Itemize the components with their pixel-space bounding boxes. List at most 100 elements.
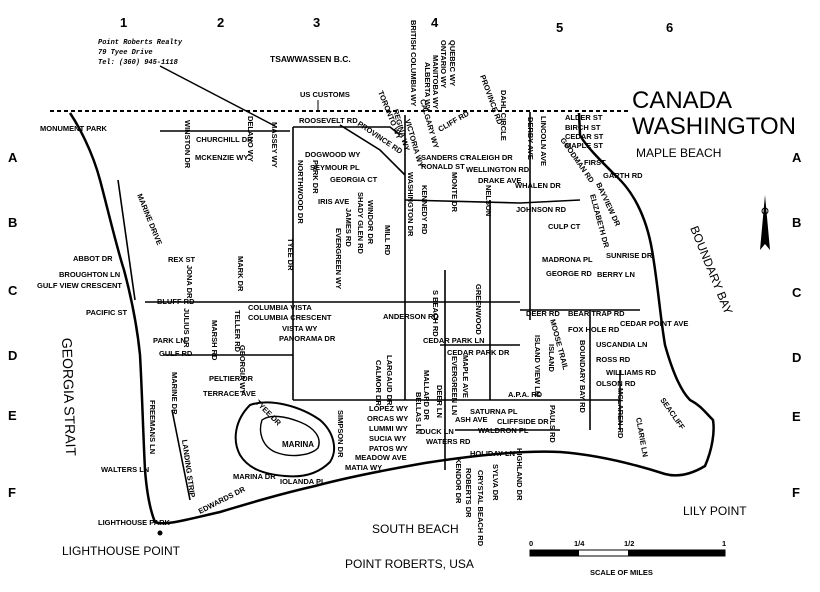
- street-berry: BERRY LN: [597, 270, 635, 279]
- street-columbia-crescent: COLUMBIA CRESCENT: [248, 313, 332, 322]
- street-waters: WATERS RD: [426, 437, 471, 446]
- street-matia: MATIA WY: [345, 463, 382, 472]
- street-marsh: MARSH RD: [210, 320, 219, 361]
- street-winston: WINSTON DR: [183, 120, 192, 169]
- street-largaud: LARGAUD DR: [385, 355, 394, 406]
- street-dogwood: DOGWOOD WY: [305, 150, 360, 159]
- street-lopez: LOPEZ WY: [369, 404, 408, 413]
- street-uscandia: USCANDIA LN: [596, 340, 647, 349]
- street-garth: GARTH RD: [603, 171, 643, 180]
- street-meadow: MEADOW AVE: [355, 453, 407, 462]
- street-terrace: TERRACE AVE: [203, 389, 256, 398]
- lighthouse-park-marker: [157, 530, 163, 536]
- street-birch: BIRCH ST: [565, 123, 601, 132]
- street-iris: IRIS AVE: [318, 197, 349, 206]
- scale-tick-quarter: 1/4: [574, 539, 585, 548]
- street-simpson: SIMPSON DR: [336, 410, 345, 458]
- roosevelt-road: [293, 126, 401, 136]
- scale-label: SCALE OF MILES: [590, 568, 653, 577]
- street-evergreen-wy: EVERGREEN WY: [334, 228, 343, 289]
- street-marine-dr: MARINE DR: [170, 372, 179, 415]
- street-british-columbia: BRITISH COLUMBIA WY: [409, 20, 418, 106]
- street-georgia-wy: GEORGIA WY: [238, 345, 247, 394]
- grid-col-1: 1: [120, 15, 127, 30]
- street-delano: DELANO WY: [246, 116, 255, 162]
- street-saturna: SATURNA PL: [470, 407, 518, 416]
- grid-row-a-right: A: [792, 150, 802, 165]
- street-labels: ROOSEVELT RD WINSTON DR CHURCHILL DR DEL…: [37, 20, 688, 547]
- street-roberts: ROBERTS DR: [464, 468, 473, 518]
- street-anderson: ANDERSON RD: [383, 312, 439, 321]
- grid-row-f-right: F: [792, 485, 800, 500]
- street-seymour: SEYMOUR PL: [310, 163, 360, 172]
- realty-phone: Tel: (360) 945-1118: [98, 59, 179, 67]
- street-greenwood: GREENWOOD: [474, 284, 483, 335]
- grid-col-3: 3: [313, 15, 320, 30]
- street-ontario: ONTARIO WY: [439, 40, 448, 88]
- street-marina-dr: MARINA DR: [233, 472, 276, 481]
- street-julius: JULIUS DR: [182, 308, 191, 348]
- street-bluff: BLUFF RD: [157, 297, 195, 306]
- marina-label: MARINA: [282, 440, 314, 449]
- street-duck: DUCK LN: [420, 427, 454, 436]
- street-mark: MARK DR: [236, 256, 245, 292]
- street-williams: WILLIAMS RD: [606, 368, 657, 377]
- street-shady-glen: SHADY GLEN RD: [356, 192, 365, 255]
- scale-bar: 0 1/4 1/2 1 SCALE OF MILES: [529, 539, 726, 577]
- lighthouse-park-label: LIGHTHOUSE PARK: [98, 518, 171, 527]
- grid-col-2: 2: [217, 15, 224, 30]
- street-alder: ALDER ST: [565, 113, 603, 122]
- marina-inner: [259, 415, 320, 457]
- street-network: [117, 112, 640, 501]
- street-waldron: WALDRON PL: [478, 426, 529, 435]
- street-culp: CULP CT: [548, 222, 581, 231]
- street-wellington: WELLINGTON RD: [466, 165, 530, 174]
- street-mclaren: MCLAREN RD: [616, 388, 625, 439]
- street-cedar-st: CEDAR ST: [565, 132, 604, 141]
- grid-row-b-left: B: [8, 215, 17, 230]
- street-bear-trap: BEAR TRAP RD: [568, 309, 625, 318]
- street-calmor: CALMOR DR: [374, 360, 383, 406]
- street-maple-ave: MAPLE AVE: [461, 355, 470, 398]
- realty-address: 79 Tyee Drive: [98, 49, 153, 57]
- street-pacific: PACIFIC ST: [86, 308, 128, 317]
- street-s-beach: S BEACH RD: [431, 290, 440, 337]
- street-first: FIRST: [584, 158, 606, 167]
- street-rex: REX ST: [168, 255, 196, 264]
- street-teller: TELLER RD: [233, 310, 242, 353]
- street-drake: DRAKE AVE: [478, 176, 521, 185]
- street-patos: PATOS WY: [369, 444, 408, 453]
- street-abbot: ABBOT DR: [73, 254, 113, 263]
- street-roosevelt: ROOSEVELT RD: [299, 116, 358, 125]
- street-clarie: CLARIE LN: [634, 417, 650, 458]
- province-road-line: [339, 124, 406, 176]
- street-holiday: HOLIDAY LN: [470, 449, 515, 458]
- street-gulf-view: GULF VIEW CRESCENT: [37, 281, 122, 290]
- street-freemans: FREEMANS LN: [148, 400, 157, 454]
- street-mckenzie: MCKENZIE WY: [195, 153, 248, 162]
- street-maple-st: MAPLE ST: [565, 141, 603, 150]
- street-park: PARK DR: [311, 160, 320, 194]
- street-bellas: BELLAS LN: [414, 392, 423, 434]
- street-panorama: PANORAMA DR: [279, 334, 336, 343]
- street-nelson: NELSON: [484, 185, 493, 216]
- street-jona: JONA DR: [185, 265, 194, 299]
- street-walters: WALTERS LN: [101, 465, 149, 474]
- realty-pointer: [159, 65, 276, 127]
- marine-drive-line: [117, 179, 136, 301]
- street-cedar-point-ave: CEDAR POINT AVE: [620, 319, 688, 328]
- street-iolanda: IOLANDA PL: [280, 477, 326, 486]
- street-quebec: QUEBEC WY: [448, 40, 457, 86]
- street-northwood: NORTHWOOD DR: [296, 160, 305, 224]
- us-customs-label: US CUSTOMS: [300, 90, 350, 99]
- street-ash: ASH AVE: [455, 415, 488, 424]
- boundary-bay-label: BOUNDARY BAY: [687, 224, 735, 316]
- street-sanders: SANDERS CT: [421, 153, 470, 162]
- street-cliffside: CLIFFSIDE DR: [497, 417, 549, 426]
- street-monte: MONTE DR: [450, 172, 459, 213]
- street-raleigh: RALEIGH DR: [466, 153, 513, 162]
- street-sunrise: SUNRISE DR: [606, 251, 653, 260]
- street-kennedy: KENNEDY RD: [420, 185, 429, 235]
- marina-basin: [234, 401, 336, 478]
